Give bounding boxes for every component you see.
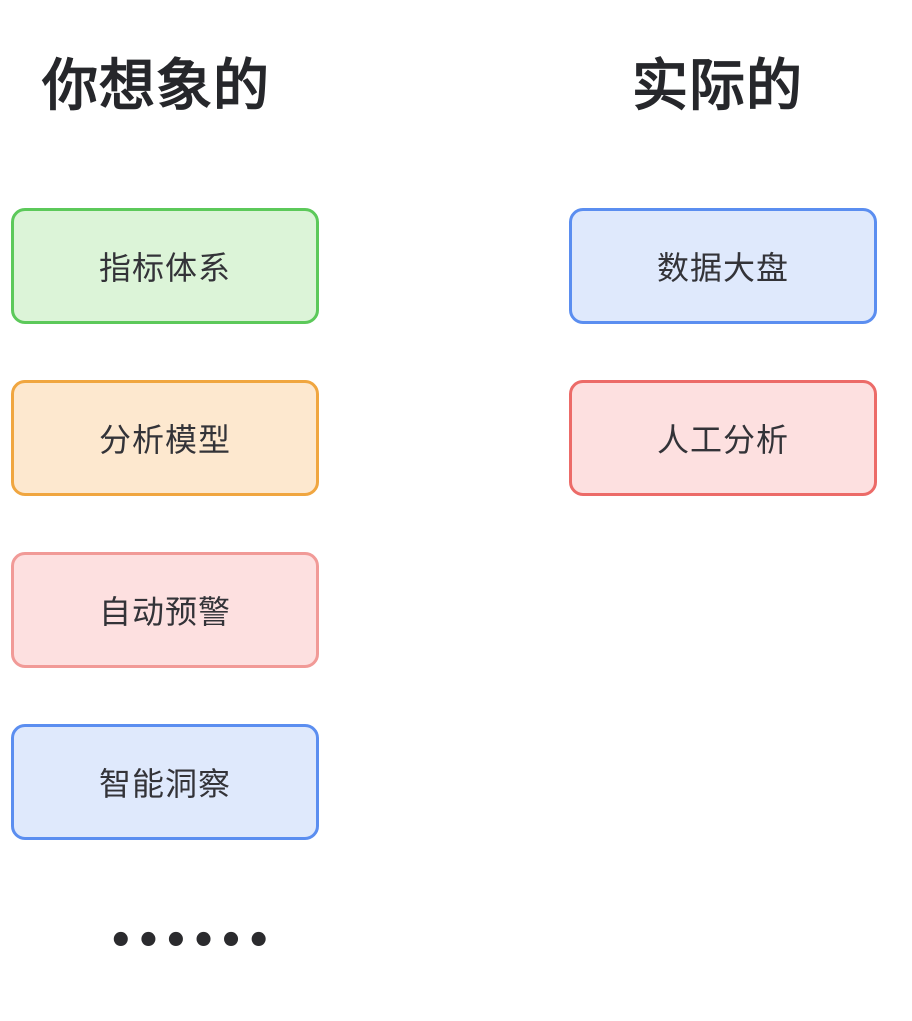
imagined-item-smart-insight: 智能洞察 [11, 724, 319, 840]
actual-item-manual-analysis: 人工分析 [569, 380, 877, 496]
actual-item-data-dashboard: 数据大盘 [569, 208, 877, 324]
imagined-item-analysis-model: 分析模型 [11, 380, 319, 496]
imagined-item-indicator-system: 指标体系 [11, 208, 319, 324]
imagined-title: 你想象的 [42, 54, 270, 119]
imagined-item-auto-alert: 自动预警 [11, 552, 319, 668]
ellipsis-dots: •••••• [108, 918, 274, 964]
actual-title: 实际的 [632, 54, 803, 119]
